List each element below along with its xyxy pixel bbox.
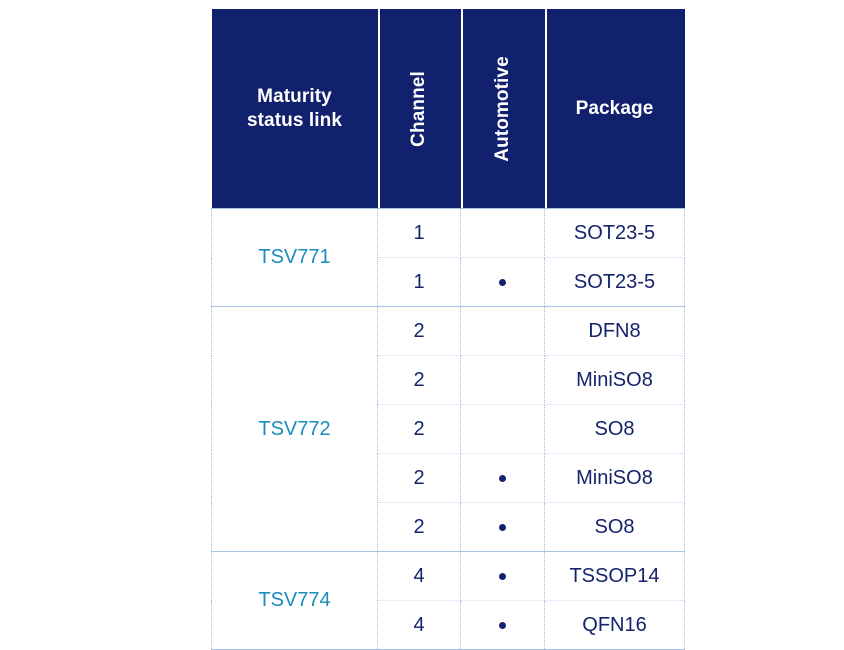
table-header: Maturity status link Channel Automotive …: [211, 9, 685, 209]
automotive-dot-icon: [499, 278, 506, 286]
cell-automotive: [460, 453, 545, 503]
cell-channel: 2: [377, 502, 461, 552]
column-header-automotive-label: Automotive: [491, 55, 513, 162]
cell-automotive: [460, 600, 545, 650]
cell-package: QFN16: [544, 600, 685, 650]
cell-package: SOT23-5: [544, 257, 685, 307]
automotive-dot-icon: [499, 474, 506, 482]
cell-automotive: [460, 551, 545, 601]
cell-package: DFN8: [544, 306, 685, 356]
column-header-automotive-rotator: Automotive: [461, 9, 545, 208]
cell-channel: 1: [377, 208, 461, 258]
table-row: 2 SO8: [212, 404, 685, 454]
maturity-status-link-tsv774[interactable]: TSV774: [211, 551, 378, 650]
maturity-status-link-tsv771[interactable]: TSV771: [211, 208, 378, 307]
column-header-package: Package: [544, 9, 685, 209]
cell-channel: 4: [377, 600, 461, 650]
column-header-maturity-status-link: Maturity status link: [211, 9, 378, 209]
maturity-status-link-tsv772[interactable]: TSV772: [211, 306, 378, 552]
cell-channel: 4: [377, 551, 461, 601]
cell-automotive: [460, 306, 545, 356]
cell-package: MiniSO8: [544, 355, 685, 405]
cell-package: SO8: [544, 502, 685, 552]
table-row: 1 SOT23-5: [212, 257, 685, 307]
table-row: 4 QFN16: [212, 600, 685, 650]
cell-automotive: [460, 208, 545, 258]
cell-channel: 1: [377, 257, 461, 307]
product-selector-table: Maturity status link Channel Automotive …: [211, 9, 685, 650]
cell-package: SO8: [544, 404, 685, 454]
column-header-channel-rotator: Channel: [378, 9, 461, 208]
cell-package: MiniSO8: [544, 453, 685, 503]
column-header-maturity-line2: status link: [246, 109, 343, 131]
cell-automotive: [460, 502, 545, 552]
cell-channel: 2: [377, 306, 461, 356]
automotive-dot-icon: [499, 621, 506, 629]
column-header-maturity-line1: Maturity: [257, 86, 332, 108]
cell-automotive: [460, 404, 545, 454]
column-header-automotive: Automotive: [460, 9, 545, 209]
table-row: 2 MiniSO8: [212, 355, 685, 405]
table-row: 2 MiniSO8: [212, 453, 685, 503]
cell-automotive: [460, 257, 545, 307]
column-header-channel-label: Channel: [408, 70, 429, 147]
automotive-dot-icon: [499, 523, 506, 531]
table-header-row: Maturity status link Channel Automotive …: [211, 9, 685, 209]
cell-channel: 2: [377, 453, 461, 503]
cell-package: TSSOP14: [544, 551, 685, 601]
cell-automotive: [460, 355, 545, 405]
cell-package: SOT23-5: [544, 208, 685, 258]
column-header-channel: Channel: [377, 9, 461, 209]
automotive-dot-icon: [499, 572, 506, 580]
cell-channel: 2: [377, 355, 461, 405]
table-row: 2 SO8: [212, 502, 685, 552]
cell-channel: 2: [377, 404, 461, 454]
